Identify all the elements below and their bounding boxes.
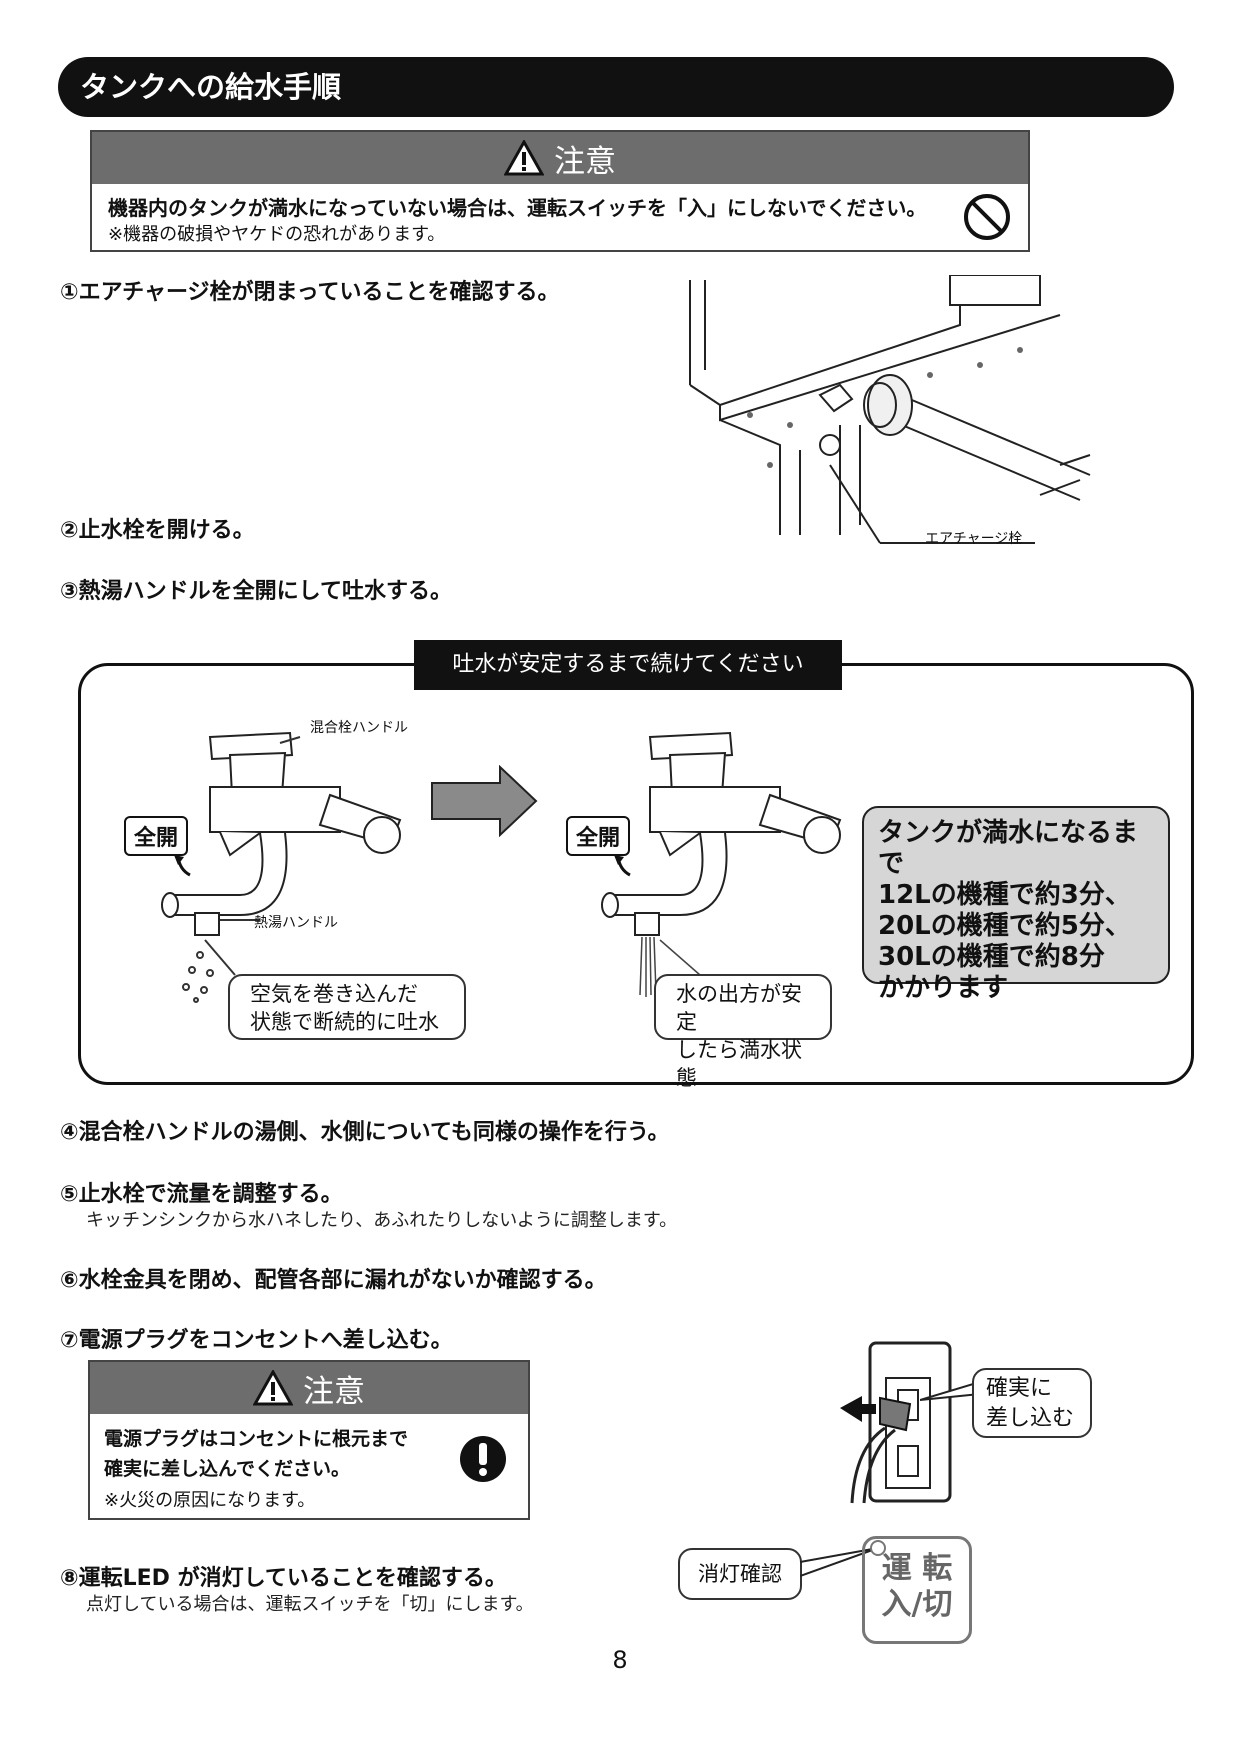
air-charge-valve-figure: [689, 275, 1091, 544]
run-led-indicator: [870, 1540, 886, 1556]
caution-text: 機器内のタンクが満水になっていない場合は、運転スイッチを「入」にしないでください…: [108, 196, 927, 220]
led-callout: 消灯確認: [678, 1548, 802, 1600]
caution-plug-line1: 電源プラグはコンセントに根元まで: [104, 1428, 409, 1450]
run-switch-line2: 入/切: [881, 1587, 953, 1622]
section-header: タンクへの給水手順: [58, 57, 1174, 117]
fill-time-info-box: タンクが満水になるまで 12Lの機種で約3分、 20Lの機種で約5分、 30Lの…: [862, 806, 1170, 1003]
plug-callout-line2: 差し込む: [986, 1406, 1075, 1431]
mixer-handle-label: 混合栓ハンドル: [310, 720, 408, 736]
plug-callout: 確実に 差し込む: [972, 1368, 1092, 1438]
info-line-4: 30Lの機種で約8分: [878, 942, 1105, 972]
full-open-label-right: 全開: [566, 816, 631, 856]
callout-left: 空気を巻き込んだ 状態で断続的に吐水: [228, 974, 466, 1040]
step-5-note: キッチンシンクから水ハネしたり、あふれたりしないように調整します。: [86, 1210, 678, 1231]
step-3: ③熱湯ハンドルを全開にして吐水する。: [60, 579, 452, 604]
step-8: ⑧運転LED が消灯していることを確認する。: [60, 1566, 507, 1591]
run-switch-line1: 運 転: [881, 1551, 953, 1586]
callout-right-line1: 水の出方が安定: [676, 982, 802, 1034]
caution-plug-note: ※火災の原因になります。: [104, 1490, 316, 1511]
callout-right: 水の出方が安定 したら満水状態: [654, 974, 832, 1090]
air-charge-label: エアチャージ栓: [925, 531, 1023, 547]
step-7: ⑦電源プラグをコンセントへ差し込む。: [60, 1328, 453, 1353]
warning-icon: [504, 140, 544, 176]
outlet-plug-figure: [840, 1341, 952, 1504]
step-2: ②止水栓を開ける。: [60, 518, 255, 543]
info-line-3: 20Lの機種で約5分、: [878, 911, 1131, 941]
step-4: ④混合栓ハンドルの湯側、水側についても同様の操作を行う。: [60, 1120, 670, 1145]
callout-left-line2: 状態で断続的に吐水: [250, 1010, 439, 1034]
caution-plug-heading: 注意: [303, 1373, 365, 1410]
plug-callout-line1: 確実に: [986, 1376, 1053, 1401]
plug-callout-pointer: [920, 1381, 980, 1401]
callout-left-line1: 空気を巻き込んだ: [250, 982, 418, 1006]
led-callout-pointer: [800, 1548, 879, 1577]
info-line-5: かかります: [878, 973, 1009, 1003]
right-arrow-icon: [431, 765, 538, 837]
info-line-2: 12Lの機種で約3分、: [878, 880, 1131, 910]
caution-box-plug: 注意 電源プラグはコンセントに根元まで 確実に差し込んでください。 ※火災の原因…: [88, 1360, 530, 1520]
caution-plug-heading-bar: 注意: [90, 1362, 528, 1414]
led-callout-text: 消灯確認: [698, 1562, 782, 1586]
caution-heading: 注意: [554, 143, 616, 180]
caution-subtext: ※機器の破損やヤケドの恐れがあります。: [108, 224, 446, 245]
faucet-right-figure: [601, 731, 842, 997]
flow-box-title-bar: 吐水が安定するまで続けてください: [414, 640, 842, 690]
caution-heading-bar: 注意: [92, 132, 1028, 184]
prohibited-icon: [964, 194, 1010, 240]
warning-icon: [253, 1370, 293, 1406]
mandatory-icon: [460, 1436, 506, 1482]
full-open-label-left: 全開: [124, 816, 189, 856]
step-5: ⑤止水栓で流量を調整する。: [60, 1182, 343, 1207]
page-number: 8: [612, 1646, 628, 1674]
step-6: ⑥水栓金具を閉め、配管各部に漏れがないか確認する。: [60, 1268, 607, 1293]
step-1: ①エアチャージ栓が閉まっていることを確認する。: [60, 280, 560, 305]
section-title: タンクへの給水手順: [80, 70, 342, 104]
hot-handle-label: 熱湯ハンドル: [254, 915, 338, 931]
info-line-1: タンクが満水になるまで: [878, 818, 1139, 879]
caution-plug-line2: 確実に差し込んでください。: [104, 1458, 351, 1480]
callout-right-line2: したら満水状態: [676, 1038, 802, 1090]
caution-box-top: 注意 機器内のタンクが満水になっていない場合は、運転スイッチを「入」にしないでく…: [90, 130, 1030, 252]
step-8-note: 点灯している場合は、運転スイッチを「切」にします。: [86, 1594, 534, 1615]
caution-plug-text: 電源プラグはコンセントに根元まで 確実に差し込んでください。: [104, 1424, 408, 1484]
flow-box-title: 吐水が安定するまで続けてください: [452, 652, 804, 677]
run-switch-button[interactable]: 運 転 入/切: [862, 1536, 972, 1644]
faucet-left-figure: [161, 731, 402, 1003]
